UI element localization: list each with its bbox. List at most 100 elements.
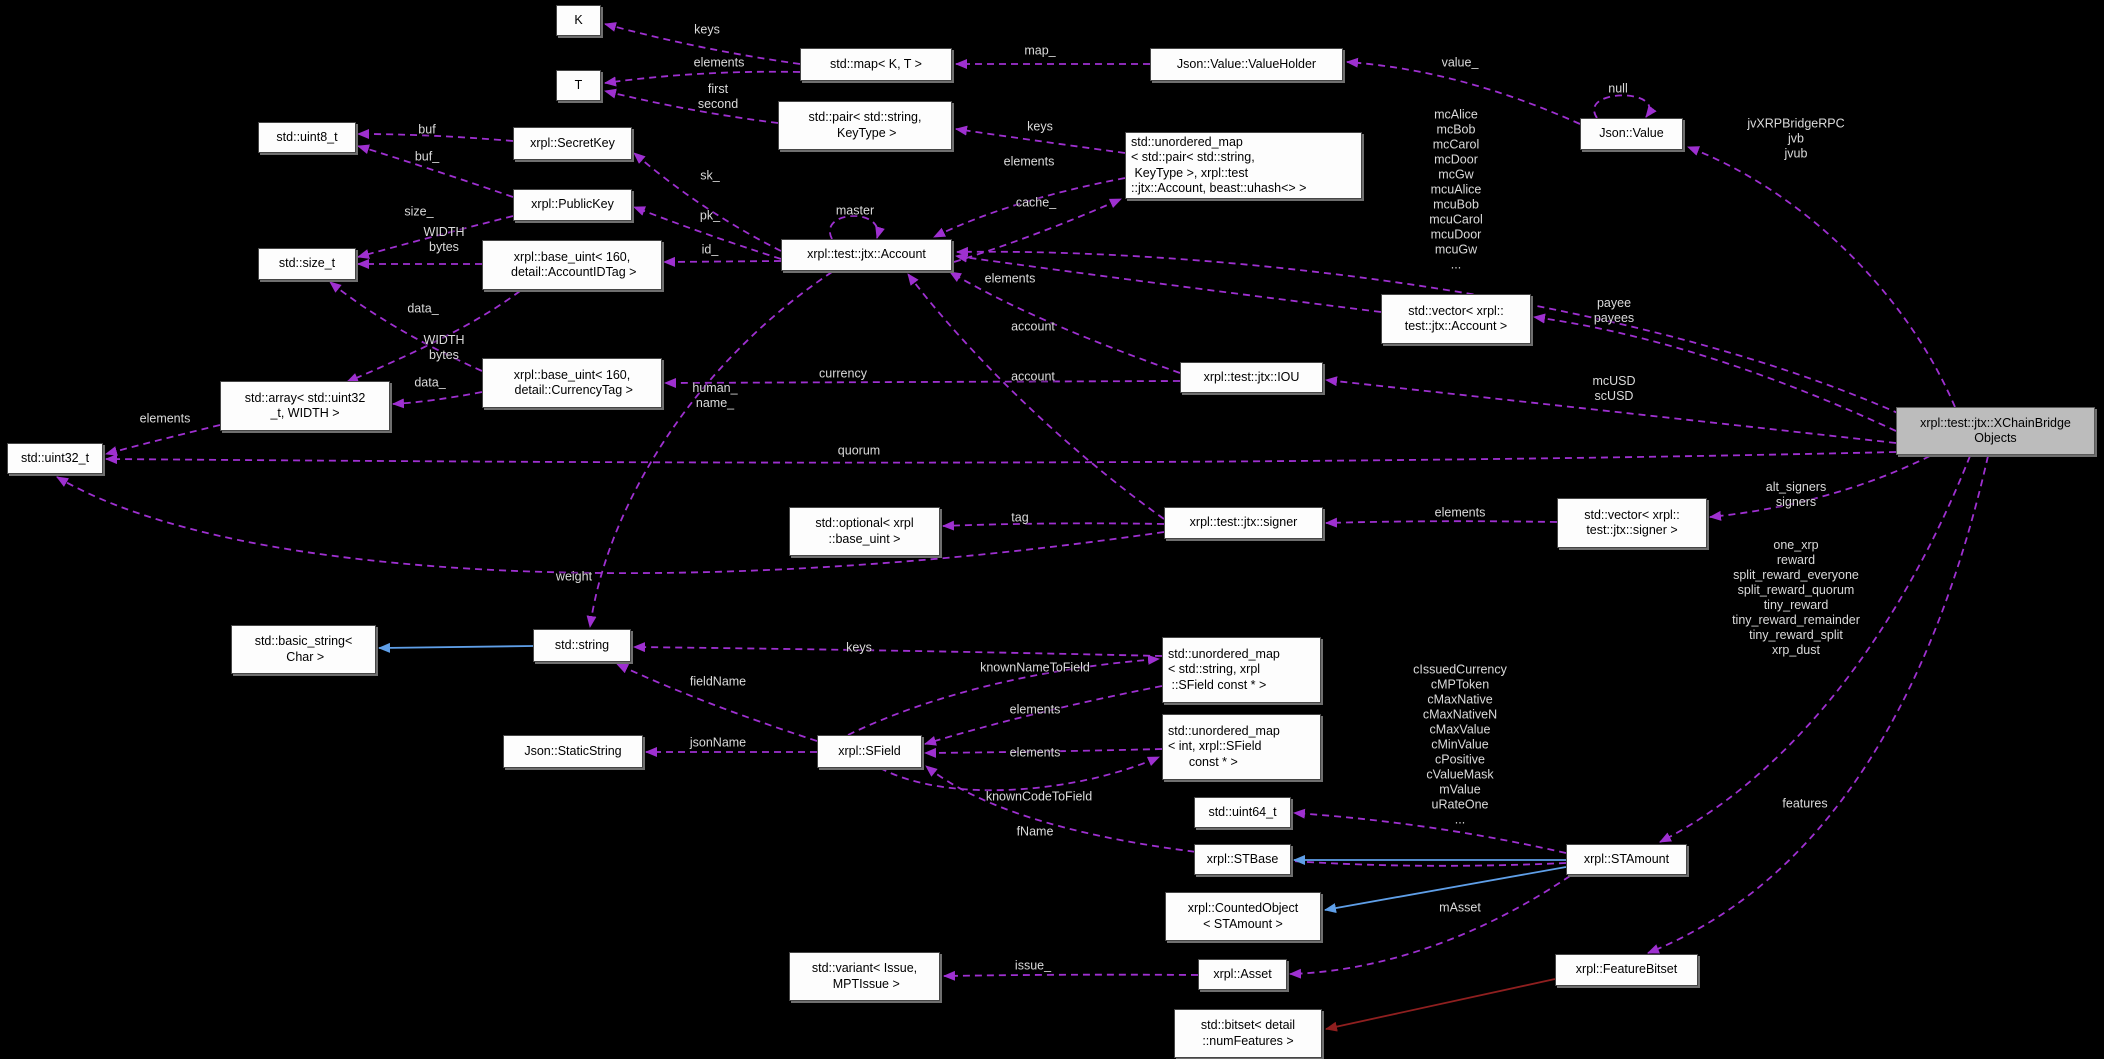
edge-signer-to-account xyxy=(907,273,1165,520)
node-static_string[interactable]: Json::StaticString xyxy=(503,735,643,768)
edge-std_pair-to-t xyxy=(604,88,779,124)
node-string[interactable]: std::string xyxy=(533,629,631,662)
edge-xchain_bridge_objects-to-uint32_t xyxy=(105,451,1897,465)
node-uint64_t[interactable]: std::uint64_t xyxy=(1194,797,1291,828)
edge-stamount-to-sfield xyxy=(925,765,1567,867)
edge-label-std_pair-to-t: first second xyxy=(697,82,739,111)
edge-label-umap_account_cache-to-std_pair: keys xyxy=(1027,119,1053,134)
node-std_pair[interactable]: std::pair< std::string, KeyType > xyxy=(778,101,952,150)
edge-xchain_bridge_objects-to-account xyxy=(956,246,1901,415)
edge-secret_key-to-uint8_t xyxy=(357,129,514,142)
edge-label-sfield-to-string: fieldName xyxy=(689,674,747,689)
edge-base_uint_account_id-to-array_uint32 xyxy=(346,290,521,383)
node-base_uint_account_id[interactable]: xrpl::base_uint< 160, detail::AccountIDT… xyxy=(482,240,662,290)
node-stamount[interactable]: xrpl::STAmount xyxy=(1566,844,1687,875)
edge-umap_name_to_field-to-string xyxy=(633,642,1163,657)
edge-umap_account_cache-to-std_pair xyxy=(955,125,1126,154)
edge-label-sfield-to-umap_code_to_field: knownCodeToField xyxy=(985,789,1093,804)
edge-xchain_bridge_objects-to-vector_signer xyxy=(1709,455,1931,521)
node-asset[interactable]: xrpl::Asset xyxy=(1198,959,1287,990)
edge-umap_code_to_field-to-sfield xyxy=(924,747,1163,758)
edge-label-xchain_bridge_objects-to-vector_signer: alt_signers signers xyxy=(1765,480,1827,509)
edge-string-to-basic_string xyxy=(378,642,534,653)
edge-signer-to-optional_base_uint xyxy=(942,520,1165,531)
edge-vector_account-to-account xyxy=(955,252,1382,313)
node-account[interactable]: xrpl::test::jtx::Account xyxy=(781,239,952,271)
node-vector_account[interactable]: std::vector< xrpl:: test::jtx::Account > xyxy=(1381,294,1531,344)
edge-label-umap_name_to_field-to-sfield: elements xyxy=(1009,702,1061,717)
edge-iou-to-base_uint_currency xyxy=(664,377,1181,388)
node-base_uint_currency[interactable]: xrpl::base_uint< 160, detail::CurrencyTa… xyxy=(482,358,662,408)
edge-label-std_map-to-k: keys xyxy=(694,22,720,37)
edge-label-xchain_bridge_objects-to-json_value: jvXRPBridgeRPC jvb jvub xyxy=(1747,116,1845,161)
edge-label-signer-to-uint32_t: weight xyxy=(555,569,593,584)
edge-label-xchain_bridge_objects-to-iou: mcUSD scUSD xyxy=(1592,374,1636,403)
edge-label-secret_key-to-uint8_t: buf xyxy=(418,122,436,137)
edge-label-iou-to-base_uint_currency: currency xyxy=(819,366,867,381)
node-array_uint32[interactable]: std::array< std::uint32 _t, WIDTH > xyxy=(220,381,390,431)
node-public_key[interactable]: xrpl::PublicKey xyxy=(513,189,632,221)
node-t[interactable]: T xyxy=(556,70,601,101)
node-secret_key[interactable]: xrpl::SecretKey xyxy=(513,127,632,160)
node-bitset_features[interactable]: std::bitset< detail ::numFeatures > xyxy=(1174,1009,1322,1058)
node-umap_name_to_field[interactable]: std::unordered_map < std::string, xrpl :… xyxy=(1162,637,1321,703)
edge-json_value-to-value_holder xyxy=(1346,57,1581,125)
edge-signer-to-uint32_t xyxy=(56,476,1165,574)
node-variant_issue[interactable]: std::variant< Issue, MPTIssue > xyxy=(789,952,940,1001)
edge-json_value-to-json_value xyxy=(1593,94,1657,119)
node-size_t[interactable]: std::size_t xyxy=(258,248,356,280)
edge-xchain_bridge_objects-to-iou xyxy=(1325,376,1897,444)
edge-label-base_uint_currency-to-size_t: WIDTH bytes xyxy=(423,333,465,362)
edge-iou-to-account xyxy=(949,271,1181,374)
node-xchain_bridge_objects[interactable]: xrpl::test::jtx::XChainBridge Objects xyxy=(1896,407,2095,455)
node-std_map[interactable]: std::map< K, T > xyxy=(800,48,952,81)
node-umap_code_to_field[interactable]: std::unordered_map < int, xrpl::SField c… xyxy=(1162,714,1321,780)
node-feature_bitset[interactable]: xrpl::FeatureBitset xyxy=(1555,954,1698,986)
node-iou[interactable]: xrpl::test::jtx::IOU xyxy=(1180,362,1323,393)
edge-account-to-secret_key xyxy=(633,152,782,252)
edge-label-account-to-umap_account_cache: cache_ xyxy=(1015,195,1057,210)
edge-xchain_bridge_objects-to-vector_account xyxy=(1533,313,1897,432)
node-umap_account_cache[interactable]: std::unordered_map < std::pair< std::str… xyxy=(1125,132,1362,199)
edge-label-account-to-public_key: pk_ xyxy=(699,208,721,223)
edge-label-account-to-secret_key: sk_ xyxy=(700,168,720,183)
edge-label-array_uint32-to-uint32_t: elements xyxy=(139,411,191,426)
edge-label-xchain_bridge_objects-to-account: mcAlice mcBob mcCarol mcDoor mcGw mcuAli… xyxy=(1429,107,1483,272)
edge-umap_account_cache-to-account xyxy=(933,177,1126,238)
edge-std_map-to-t xyxy=(604,70,801,87)
edge-public_key-to-uint8_t xyxy=(357,144,514,198)
node-signer[interactable]: xrpl::test::jtx::signer xyxy=(1164,507,1323,539)
edge-label-sfield-to-static_string: jsonName xyxy=(689,735,747,750)
edge-label-xchain_bridge_objects-to-vector_account: payee payees xyxy=(1593,296,1635,325)
node-value_holder[interactable]: Json::Value::ValueHolder xyxy=(1150,48,1343,81)
edge-label-vector_signer-to-signer: elements xyxy=(1434,505,1486,520)
edge-label-umap_name_to_field-to-string: keys xyxy=(846,640,872,655)
node-vector_signer[interactable]: std::vector< xrpl:: test::jtx::signer > xyxy=(1557,498,1707,548)
edge-label-signer-to-account: account xyxy=(1011,369,1055,384)
node-stbase[interactable]: xrpl::STBase xyxy=(1194,844,1291,875)
edge-asset-to-variant_issue xyxy=(943,970,1199,981)
edge-label-umap_account_cache-to-account: elements xyxy=(1003,154,1055,169)
node-k[interactable]: K xyxy=(556,5,601,36)
edge-account-to-account xyxy=(829,215,885,240)
node-json_value[interactable]: Json::Value xyxy=(1580,118,1683,150)
edge-label-json_value-to-json_value: null xyxy=(1608,81,1628,96)
edge-label-account-to-account: master xyxy=(835,203,875,218)
node-sfield[interactable]: xrpl::SField xyxy=(817,735,922,768)
node-uint8_t[interactable]: std::uint8_t xyxy=(258,122,356,153)
edge-xchain_bridge_objects-to-json_value xyxy=(1687,146,1956,408)
node-counted_object[interactable]: xrpl::CountedObject < STAmount > xyxy=(1165,892,1321,941)
edge-stamount-to-asset xyxy=(1289,875,1571,979)
edge-stamount-to-counted_object xyxy=(1324,866,1567,913)
node-basic_string[interactable]: std::basic_string< Char > xyxy=(231,625,376,674)
edge-label-base_uint_account_id-to-size_t: WIDTH bytes xyxy=(423,225,465,254)
node-uint32_t[interactable]: std::uint32_t xyxy=(7,443,103,474)
edge-label-xchain_bridge_objects-to-stamount: one_xrp reward split_reward_everyone spl… xyxy=(1732,538,1860,657)
edge-std_map-to-k xyxy=(604,22,801,65)
edge-label-account-to-string: human_ name_ xyxy=(692,381,738,410)
edge-label-account-to-base_uint_account_id: id_ xyxy=(701,242,719,257)
edge-xchain_bridge_objects-to-stamount xyxy=(1659,455,1971,843)
node-optional_base_uint[interactable]: std::optional< xrpl ::base_uint > xyxy=(789,507,940,556)
